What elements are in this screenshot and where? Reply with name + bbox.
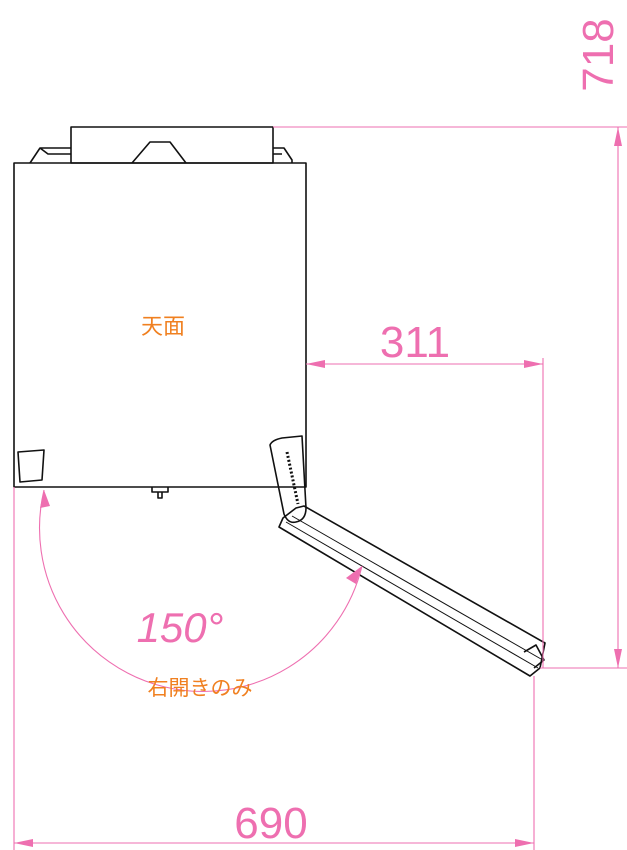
dim-718-label: 718	[574, 18, 623, 91]
dimension-690: 690	[13, 487, 535, 850]
right-bracket	[273, 147, 293, 163]
bottom-latch	[151, 487, 169, 499]
dimension-311: 311	[306, 318, 544, 668]
angle-arc	[39, 489, 363, 693]
door-end-detail	[523, 644, 545, 669]
arrow-311-left	[306, 360, 325, 368]
top-unit-bump	[131, 141, 187, 164]
left-handle	[17, 449, 45, 483]
cabinet	[13, 126, 307, 499]
dim-311-label: 311	[380, 318, 450, 367]
opening-note-label: 右開きのみ	[148, 676, 253, 700]
door-inner-line-1	[285, 521, 539, 669]
door-panel	[278, 505, 546, 677]
arrow-690-right	[515, 839, 534, 847]
door-inner-line-2	[291, 515, 542, 660]
arrow-bottom	[614, 649, 622, 668]
arrow-690-left	[14, 839, 33, 847]
arc-arrow-left	[40, 490, 50, 508]
door-handle	[269, 435, 307, 524]
angle-label: 150°	[137, 604, 224, 651]
handle-grip	[285, 451, 300, 505]
dim-690-label: 690	[234, 799, 307, 848]
door	[269, 435, 546, 677]
arc-arrow-right	[346, 566, 362, 584]
angle-indicator: 150°	[39, 489, 363, 693]
arrow-311-right	[524, 360, 543, 368]
top-surface-label: 天面	[141, 315, 185, 340]
dimension-718: 718	[273, 18, 627, 669]
arrow-top	[614, 127, 622, 146]
left-bracket	[29, 147, 71, 164]
